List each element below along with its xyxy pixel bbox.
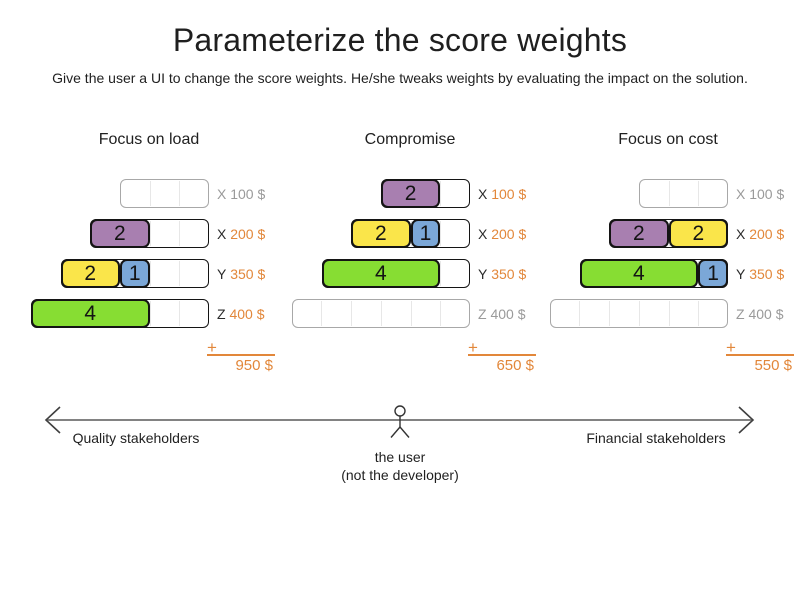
row-resource: X (736, 185, 746, 202)
row-resource: X (217, 185, 227, 202)
row-label: X 100 $ (736, 179, 784, 208)
arrowhead-left-icon (44, 406, 61, 434)
row-resource: Y (736, 265, 746, 282)
weight-block: 4 (30, 299, 150, 328)
row-resource: Y (478, 265, 488, 282)
row-price: 350 $ (230, 265, 266, 282)
row-label: Z 400 $ (736, 299, 784, 328)
weight-row-box (638, 179, 728, 208)
row-price: 200 $ (491, 225, 527, 242)
cell-divider (440, 261, 442, 286)
row-label: Z 400 $ (217, 299, 265, 328)
weight-row-box (549, 299, 728, 328)
row-price: 400 $ (229, 305, 265, 322)
scenario-title: Focus on cost (618, 131, 718, 148)
row-resource: Z (217, 305, 226, 322)
axis-label-quality: Quality stakeholders (72, 430, 200, 446)
row-price: 100 $ (491, 185, 527, 202)
cell-divider (609, 301, 611, 326)
cell-divider (440, 221, 442, 246)
cell-divider (638, 301, 640, 326)
weight-block: 4 (579, 259, 699, 288)
cell-divider (149, 301, 151, 326)
row-price: 350 $ (491, 265, 527, 282)
row-resource: X (478, 225, 488, 242)
row-label: X 200 $ (217, 219, 265, 248)
arrowhead-right-icon (738, 406, 755, 434)
cell-divider (440, 301, 442, 326)
cell-divider (179, 301, 181, 326)
row-resource: X (736, 225, 746, 242)
page-title: Parameterize the score weights (172, 22, 628, 58)
cell-divider (149, 181, 151, 206)
cell-divider (179, 181, 181, 206)
row-price: 100 $ (749, 185, 785, 202)
row-label: X 200 $ (736, 219, 784, 248)
row-price: 400 $ (748, 305, 784, 322)
weight-block: 2 (60, 259, 120, 288)
user-figure-icon (390, 405, 410, 438)
weight-row-box (291, 299, 470, 328)
weight-block: 1 (119, 259, 150, 288)
sum-plus-sign: + (726, 338, 736, 357)
row-price: 350 $ (749, 265, 785, 282)
user-caption-line2: (not the developer) (341, 467, 459, 483)
row-resource: X (478, 185, 488, 202)
sum-plus-sign: + (468, 338, 478, 357)
row-price: 200 $ (749, 225, 785, 242)
cell-divider (668, 181, 670, 206)
cell-divider (351, 301, 353, 326)
row-label: X 200 $ (478, 219, 526, 248)
cell-divider (410, 301, 412, 326)
weight-block: 1 (410, 219, 441, 248)
sum-line (207, 354, 275, 356)
row-label: X 100 $ (217, 179, 265, 208)
row-price: 100 $ (230, 185, 266, 202)
page-subtitle: Give the user a UI to change the score w… (52, 70, 748, 86)
row-label: Y 350 $ (217, 259, 265, 288)
sum-total: 550 $ (754, 357, 792, 374)
sum-total: 650 $ (496, 357, 534, 374)
cell-divider (668, 301, 670, 326)
axis-label-financial: Financial stakeholders (586, 430, 726, 446)
weight-block: 2 (668, 219, 728, 248)
cell-divider (440, 181, 442, 206)
row-price: 400 $ (490, 305, 526, 322)
weight-block: 1 (698, 259, 728, 288)
cell-divider (179, 261, 181, 286)
weight-block: 2 (90, 219, 150, 248)
cell-divider (579, 301, 581, 326)
sum-total: 950 $ (235, 357, 273, 374)
cell-divider (321, 301, 323, 326)
row-resource: X (217, 225, 227, 242)
sum-line (726, 354, 794, 356)
row-label: Y 350 $ (478, 259, 526, 288)
weight-block: 2 (380, 179, 441, 208)
cell-divider (698, 301, 700, 326)
row-resource: Z (478, 305, 487, 322)
weight-block: 4 (321, 259, 441, 288)
cell-divider (698, 181, 700, 206)
sum-plus-sign: + (207, 338, 217, 357)
row-price: 200 $ (230, 225, 266, 242)
scenario-title: Compromise (364, 131, 456, 148)
row-resource: Y (217, 265, 227, 282)
row-label: Z 400 $ (478, 299, 526, 328)
sum-line (468, 354, 536, 356)
row-resource: Z (736, 305, 745, 322)
cell-divider (149, 261, 151, 286)
row-label: Y 350 $ (736, 259, 784, 288)
cell-divider (179, 221, 181, 246)
cell-divider (149, 221, 151, 246)
user-caption-line1: the user (374, 449, 426, 465)
row-label: X 100 $ (478, 179, 526, 208)
scenario-title: Focus on load (98, 131, 200, 148)
stakeholder-axis-arrow (44, 405, 755, 438)
weight-block: 2 (351, 219, 411, 248)
weight-row-box (119, 179, 209, 208)
cell-divider (380, 301, 382, 326)
weight-block: 2 (609, 219, 669, 248)
